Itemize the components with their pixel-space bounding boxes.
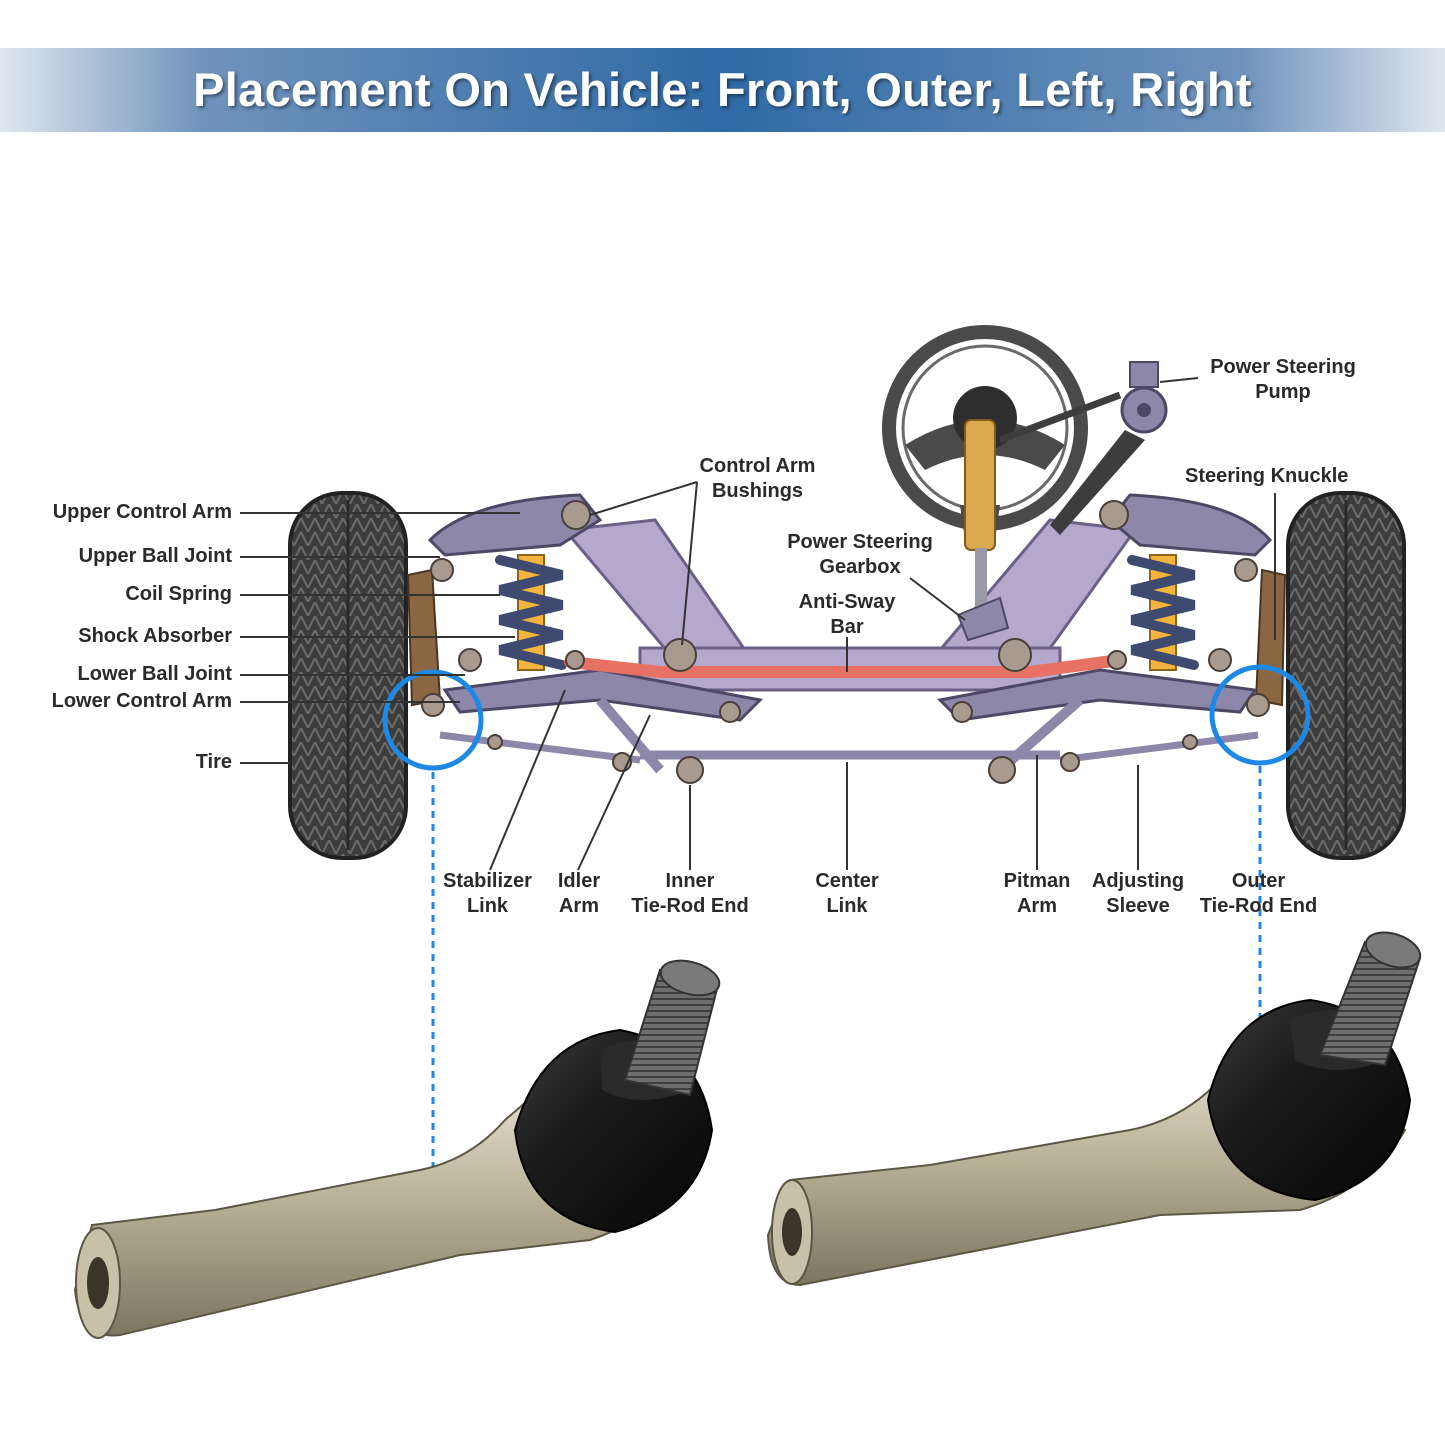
label-lower-control-arm: Lower Control Arm — [51, 690, 232, 712]
right-steering-knuckle — [1254, 568, 1287, 707]
right-upper-control-arm — [1107, 493, 1273, 557]
label-power-steering-pump-line2: Pump — [1255, 381, 1311, 403]
label-stabilizer-link: Stabilizer Link — [430, 869, 545, 919]
right-outer-tie-rod-highlight — [1209, 664, 1311, 766]
label-pitman-arm-line2: Arm — [1016, 895, 1057, 917]
left-tie-rod-end-product — [73, 959, 721, 1339]
label-control-arm-bushings-line1: Control Arm — [699, 455, 816, 477]
label-adjusting-sleeve: Adjusting Sleeve — [1083, 869, 1193, 919]
label-power-steering-gearbox: Power Steering Gearbox — [775, 530, 945, 580]
label-anti-sway-bar: Anti-Sway Bar — [787, 590, 907, 640]
label-outer-tie-rod-end-line1: Outer — [1231, 870, 1286, 892]
label-tire: Tire — [195, 751, 232, 773]
label-outer-tie-rod-end-line2: Tie-Rod End — [1199, 895, 1318, 917]
power-steering-pump — [998, 361, 1168, 535]
label-control-arm-bushings: Control Arm Bushings — [680, 454, 835, 504]
steering-column — [964, 419, 996, 618]
leader-lines — [240, 377, 1276, 871]
label-inner-tie-rod-end-line2: Tie-Rod End — [631, 895, 749, 917]
steering-linkage — [439, 696, 1259, 774]
label-stabilizer-link-line1: Stabilizer — [443, 870, 532, 892]
label-center-link-line2: Link — [826, 895, 868, 917]
label-coil-spring: Coil Spring — [125, 583, 232, 605]
label-idler-arm-line1: Idler — [557, 870, 601, 892]
label-power-steering-gearbox-line2: Gearbox — [819, 556, 901, 578]
label-power-steering-pump-line1: Power Steering — [1210, 356, 1356, 378]
label-center-link: Center Link — [797, 869, 897, 919]
label-anti-sway-bar-line1: Anti-Sway — [798, 591, 896, 613]
label-anti-sway-bar-line2: Bar — [830, 616, 864, 638]
title-banner: Placement On Vehicle: Front, Outer, Left… — [0, 48, 1445, 132]
label-lower-ball-joint: Lower Ball Joint — [77, 663, 232, 685]
left-upper-control-arm — [427, 493, 603, 557]
label-outer-tie-rod-end: Outer Tie-Rod End — [1190, 869, 1327, 919]
right-tire — [1286, 491, 1406, 860]
right-tie-rod-end-product — [766, 931, 1422, 1287]
label-inner-tie-rod-end: Inner Tie-Rod End — [620, 869, 760, 919]
label-upper-ball-joint: Upper Ball Joint — [78, 545, 232, 567]
label-power-steering-gearbox-line1: Power Steering — [787, 531, 933, 553]
label-adjusting-sleeve-line1: Adjusting — [1091, 870, 1185, 892]
label-steering-knuckle: Steering Knuckle — [1185, 465, 1349, 487]
joints — [421, 500, 1270, 784]
label-idler-arm-line2: Arm — [558, 895, 599, 917]
banner-title: Placement On Vehicle: Front, Outer, Left… — [193, 63, 1252, 116]
label-stabilizer-link-line2: Link — [466, 895, 509, 917]
label-idler-arm: Idler Arm — [545, 869, 613, 919]
label-control-arm-bushings-line2: Bushings — [711, 480, 804, 502]
left-outer-tie-rod-highlight — [382, 669, 484, 771]
label-adjusting-sleeve-line2: Sleeve — [1106, 895, 1170, 917]
right-coil-spring — [1127, 554, 1199, 671]
label-inner-tie-rod-end-line1: Inner — [665, 870, 715, 892]
label-shock-absorber: Shock Absorber — [78, 625, 232, 647]
label-center-link-line1: Center — [815, 870, 879, 892]
power-steering-gearbox — [956, 596, 1010, 642]
label-pitman-arm-line1: Pitman — [1003, 870, 1071, 892]
label-pitman-arm: Pitman Arm — [995, 869, 1079, 919]
label-power-steering-pump: Power Steering Pump — [1198, 355, 1368, 405]
left-coil-spring — [495, 554, 567, 671]
label-upper-control-arm: Upper Control Arm — [52, 501, 232, 523]
anti-sway-bar — [564, 654, 1126, 678]
